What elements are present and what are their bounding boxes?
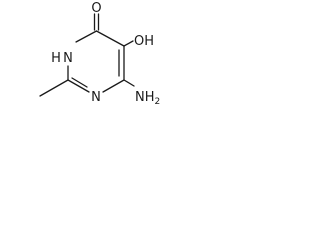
label-ring-nh-h: H bbox=[51, 51, 61, 66]
bonds bbox=[39, 13, 135, 97]
bond-c5-oh bbox=[123, 40, 134, 47]
bond-c2-methyl bbox=[39, 79, 69, 97]
structure-diagram: O OH H N N NH2 bbox=[39, 1, 160, 107]
label-ring-nitrogen: N bbox=[91, 90, 101, 105]
label-hydroxyl: OH bbox=[134, 34, 154, 49]
label-amino-subscript: 2 bbox=[155, 97, 161, 107]
bond-c4-c5 bbox=[95, 30, 125, 47]
label-carbonyl-oxygen: O bbox=[91, 1, 101, 16]
bond-n1-c2 bbox=[67, 79, 90, 93]
label-amino: NH2 bbox=[135, 90, 160, 107]
bond-c6-n1 bbox=[102, 79, 125, 93]
label-ring-nh-n: N bbox=[63, 51, 73, 66]
bond-c6-nh2 bbox=[123, 79, 135, 87]
atom-labels: O OH H N N NH2 bbox=[51, 1, 160, 107]
label-amino-base: NH bbox=[135, 90, 155, 105]
bond-n1-c2-double bbox=[71, 77, 88, 88]
bond-n3-c4 bbox=[75, 30, 98, 43]
